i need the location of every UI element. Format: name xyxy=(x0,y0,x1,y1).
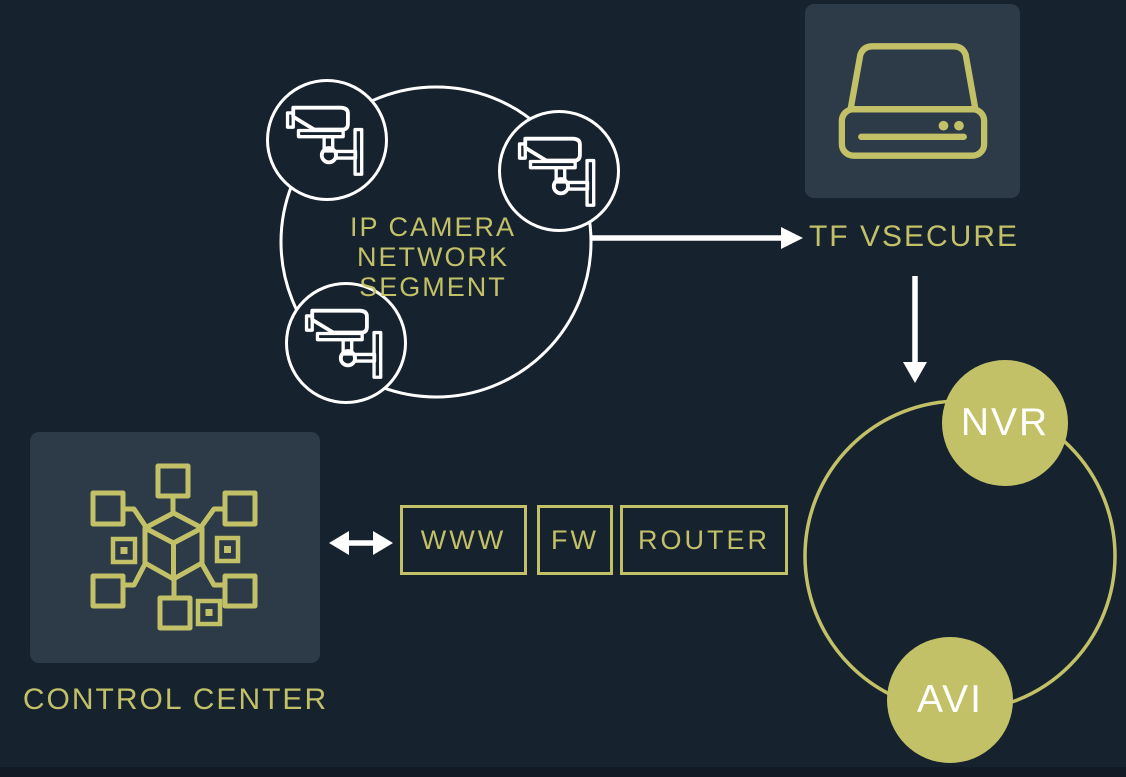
camera-segment-label-line2: NETWORK SEGMENT xyxy=(357,242,509,302)
avi-node: AVI xyxy=(887,637,1013,763)
camera-segment-ring xyxy=(279,85,593,399)
nvr-node: NVR xyxy=(942,360,1068,486)
firewall-node: FW xyxy=(537,505,613,575)
recorder-panel xyxy=(805,4,1020,198)
camera-node xyxy=(266,79,388,201)
camera-node xyxy=(285,282,407,404)
router-node: ROUTER xyxy=(620,505,788,575)
camera-segment-label: IP CAMERA NETWORK SEGMENT xyxy=(283,212,583,302)
camera-to-recorder-arrow xyxy=(592,227,803,249)
control-center-panel xyxy=(30,432,320,663)
recorder-to-ring-arrow xyxy=(903,276,927,383)
control-center-label: CONTROL CENTER xyxy=(22,683,329,716)
control-to-www-double-arrow xyxy=(329,531,393,555)
recorder-label: TF VSECURE xyxy=(808,220,1020,253)
disk-recorder-icon xyxy=(838,43,987,159)
www-node: WWW xyxy=(400,505,527,575)
network-cube-icon xyxy=(90,463,258,630)
bottom-edge xyxy=(0,767,1126,777)
cctv-camera-icon xyxy=(285,105,364,177)
camera-node xyxy=(498,110,620,232)
cctv-camera-icon xyxy=(304,308,383,380)
camera-segment-label-line1: IP CAMERA xyxy=(349,212,517,242)
